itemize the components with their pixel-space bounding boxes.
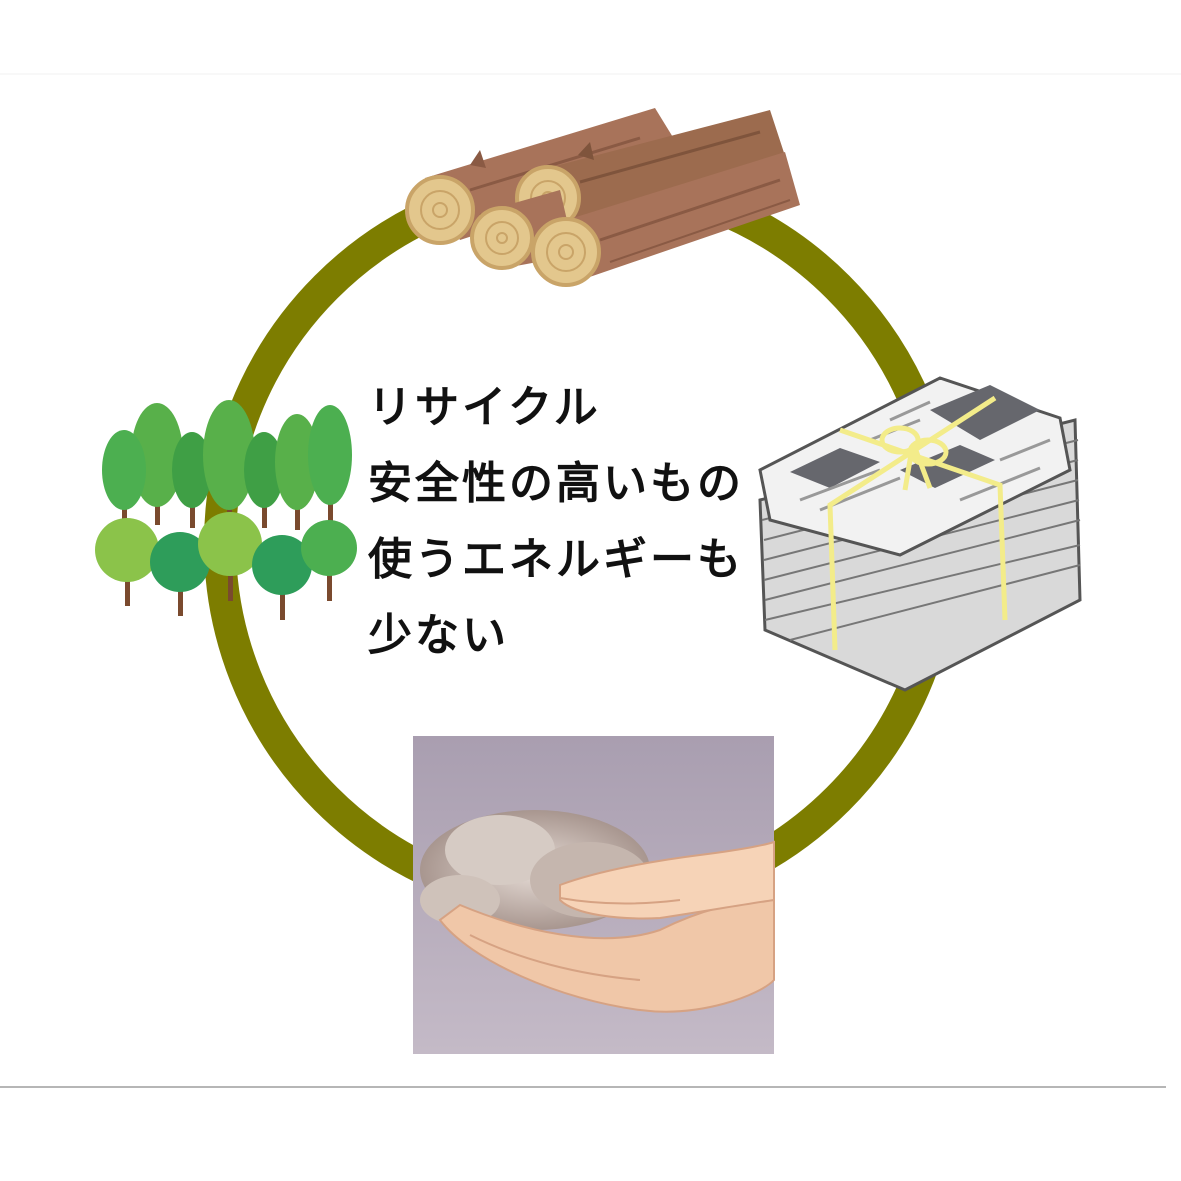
tree-front-1 [95,518,159,606]
tree-front-4 [252,535,312,620]
tree-back-6 [275,414,319,530]
tree-front-2 [150,532,210,616]
tree-front-5 [301,520,357,601]
cellulose-fiber-in-hands-photo [413,736,775,1054]
tree-back-7 [308,405,352,525]
tree-back-4 [203,400,255,525]
tree-back-2 [102,430,146,530]
tree-front-3 [198,512,262,601]
tree-back-5 [244,432,284,528]
forest-trees-icon [95,400,357,620]
newspaper-bundle-icon [758,376,1082,692]
caption-line-2: 安全性の高いもの [368,458,744,509]
caption-line-4: 少ない [368,610,509,661]
cycle-caption: リサイクル 安全性の高いもの 使うエネルギーも 少ない [368,370,744,674]
caption-line-1: リサイクル [368,382,601,433]
caption-line-3: 使うエネルギーも [368,534,744,585]
firewood-logs-icon [405,108,800,287]
tree-back-3 [172,432,212,528]
